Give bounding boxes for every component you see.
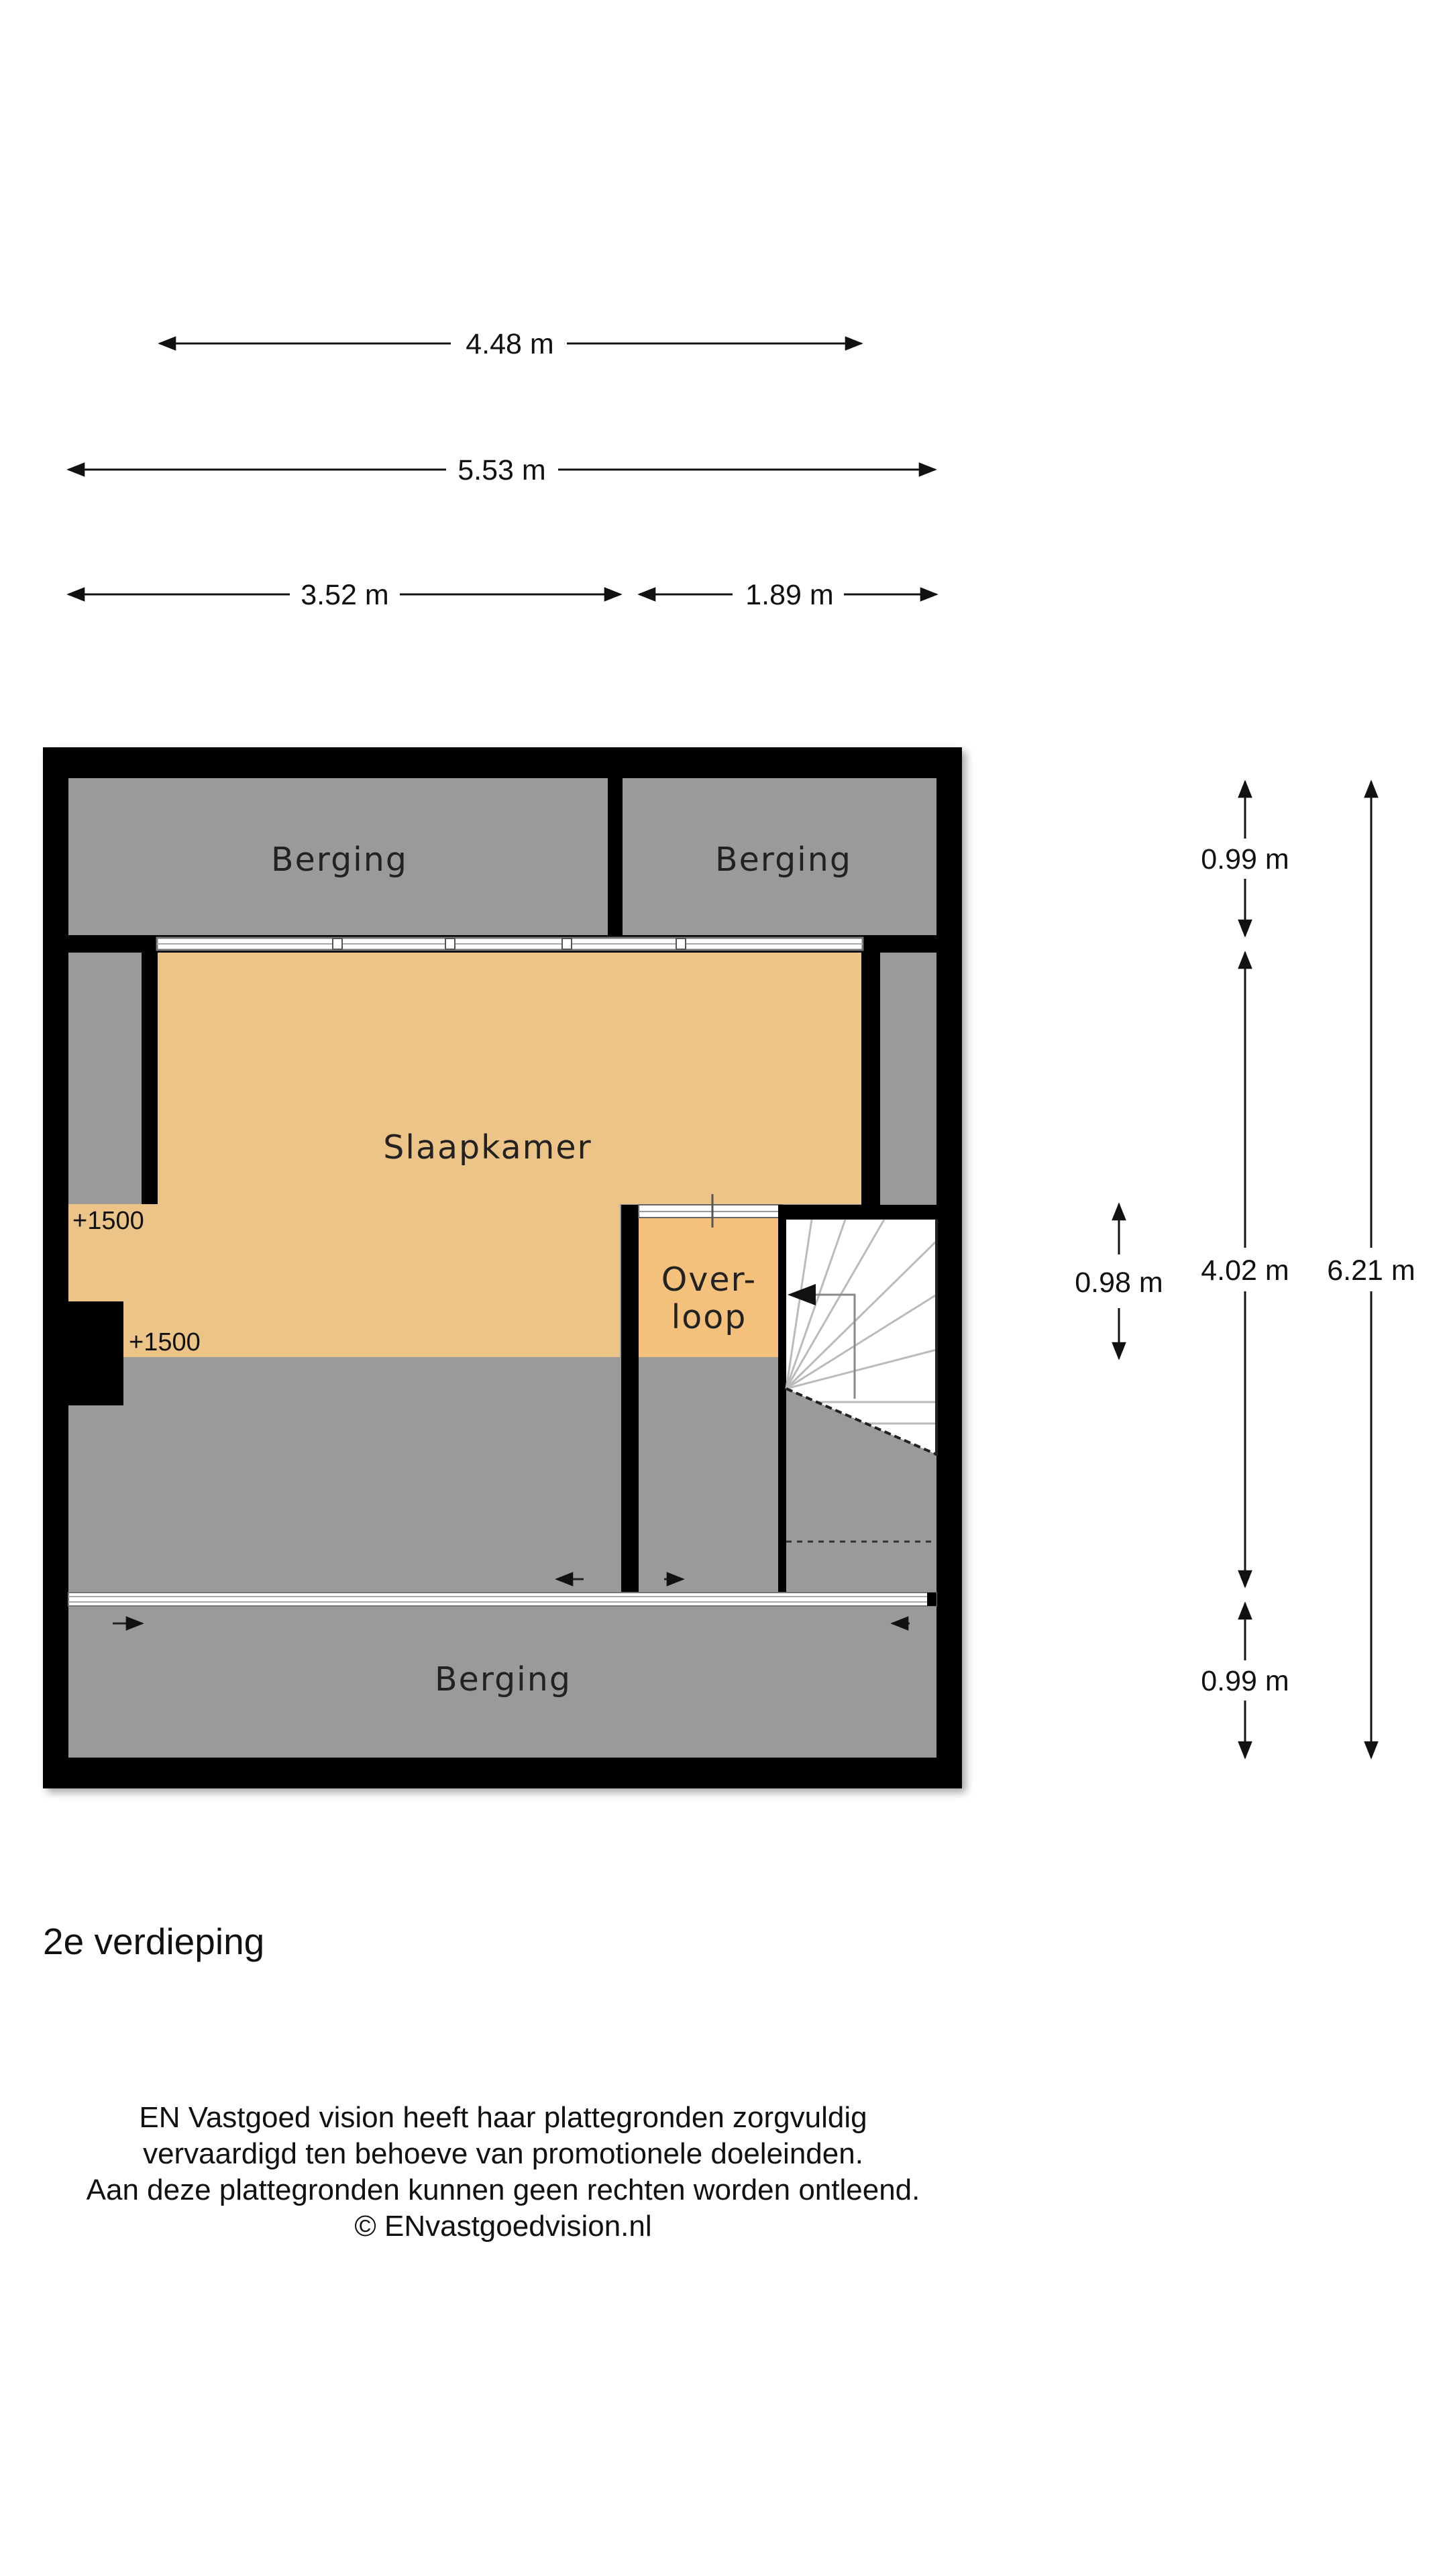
slaapkamer-area [68, 1204, 620, 1357]
wall [608, 778, 623, 936]
floor-plan-body: Berging Berging Slaapkamer Over- loop Be… [43, 747, 962, 1788]
dimension-label: 0.99 m [1201, 843, 1289, 875]
wall [142, 953, 158, 1204]
dimension-right-0-99-top: 0.99 m [1201, 780, 1289, 938]
wall [778, 1205, 786, 1601]
room-label-berging: Berging [715, 841, 852, 879]
dimension-top-5-53: 5.53 m [66, 454, 937, 486]
dimension-label: 6.21 m [1327, 1254, 1415, 1287]
wall [778, 1205, 936, 1220]
slaapkamer-area [158, 953, 861, 1204]
disclaimer-line: vervaardigd ten behoeve van promotionele… [143, 2137, 863, 2170]
dimension-label: 5.53 m [458, 454, 545, 486]
dimension-landing-0-98: 0.98 m [1075, 1202, 1163, 1360]
disclaimer-line: EN Vastgoed vision heeft haar plattegron… [139, 2101, 867, 2134]
dimension-right-4-02: 4.02 m [1201, 951, 1289, 1589]
room-label-overloop-1: Over- [661, 1260, 757, 1299]
slide-arrows [113, 1572, 910, 1631]
level-label: +1500 [72, 1207, 144, 1235]
dimension-top-1-89: 1.89 m [637, 579, 938, 611]
floor-title: 2e verdieping [43, 1921, 265, 1962]
room-label-slaapkamer: Slaapkamer [383, 1128, 592, 1167]
dimension-top-4-48: 4.48 m [158, 328, 863, 360]
staircase [785, 1219, 938, 1543]
room-label-berging: Berging [271, 841, 408, 879]
disclaimer-line: Aan deze plattegronden kunnen geen recht… [86, 2174, 920, 2206]
sliding-partition [68, 1592, 937, 1607]
wall [621, 1205, 639, 1601]
wall [861, 953, 880, 1205]
disclaimer-line: © ENvastgoedvision.nl [354, 2210, 652, 2243]
chimney [68, 1301, 123, 1405]
disclaimer: EN Vastgoed vision heeft haar plattegron… [0, 2100, 1006, 2245]
dimension-top-3-52: 3.52 m [66, 579, 623, 611]
stair-direction-arrow [788, 1284, 816, 1305]
dimension-label: 0.99 m [1201, 1665, 1289, 1697]
room-label-berging: Berging [435, 1660, 572, 1699]
room-label-overloop-2: loop [672, 1298, 747, 1336]
dimension-label: 3.52 m [301, 579, 388, 611]
level-label: +1500 [129, 1328, 201, 1356]
dimension-right-6-21: 6.21 m [1327, 780, 1415, 1760]
dimension-label: 4.48 m [466, 328, 553, 360]
dimension-label: 0.98 m [1075, 1267, 1163, 1299]
dimension-right-0-99-bottom: 0.99 m [1201, 1601, 1289, 1760]
dimension-label: 4.02 m [1201, 1254, 1289, 1287]
dimension-label: 1.89 m [745, 579, 833, 611]
overloop-area [639, 1218, 778, 1357]
knee-wall-storage [880, 953, 936, 1205]
